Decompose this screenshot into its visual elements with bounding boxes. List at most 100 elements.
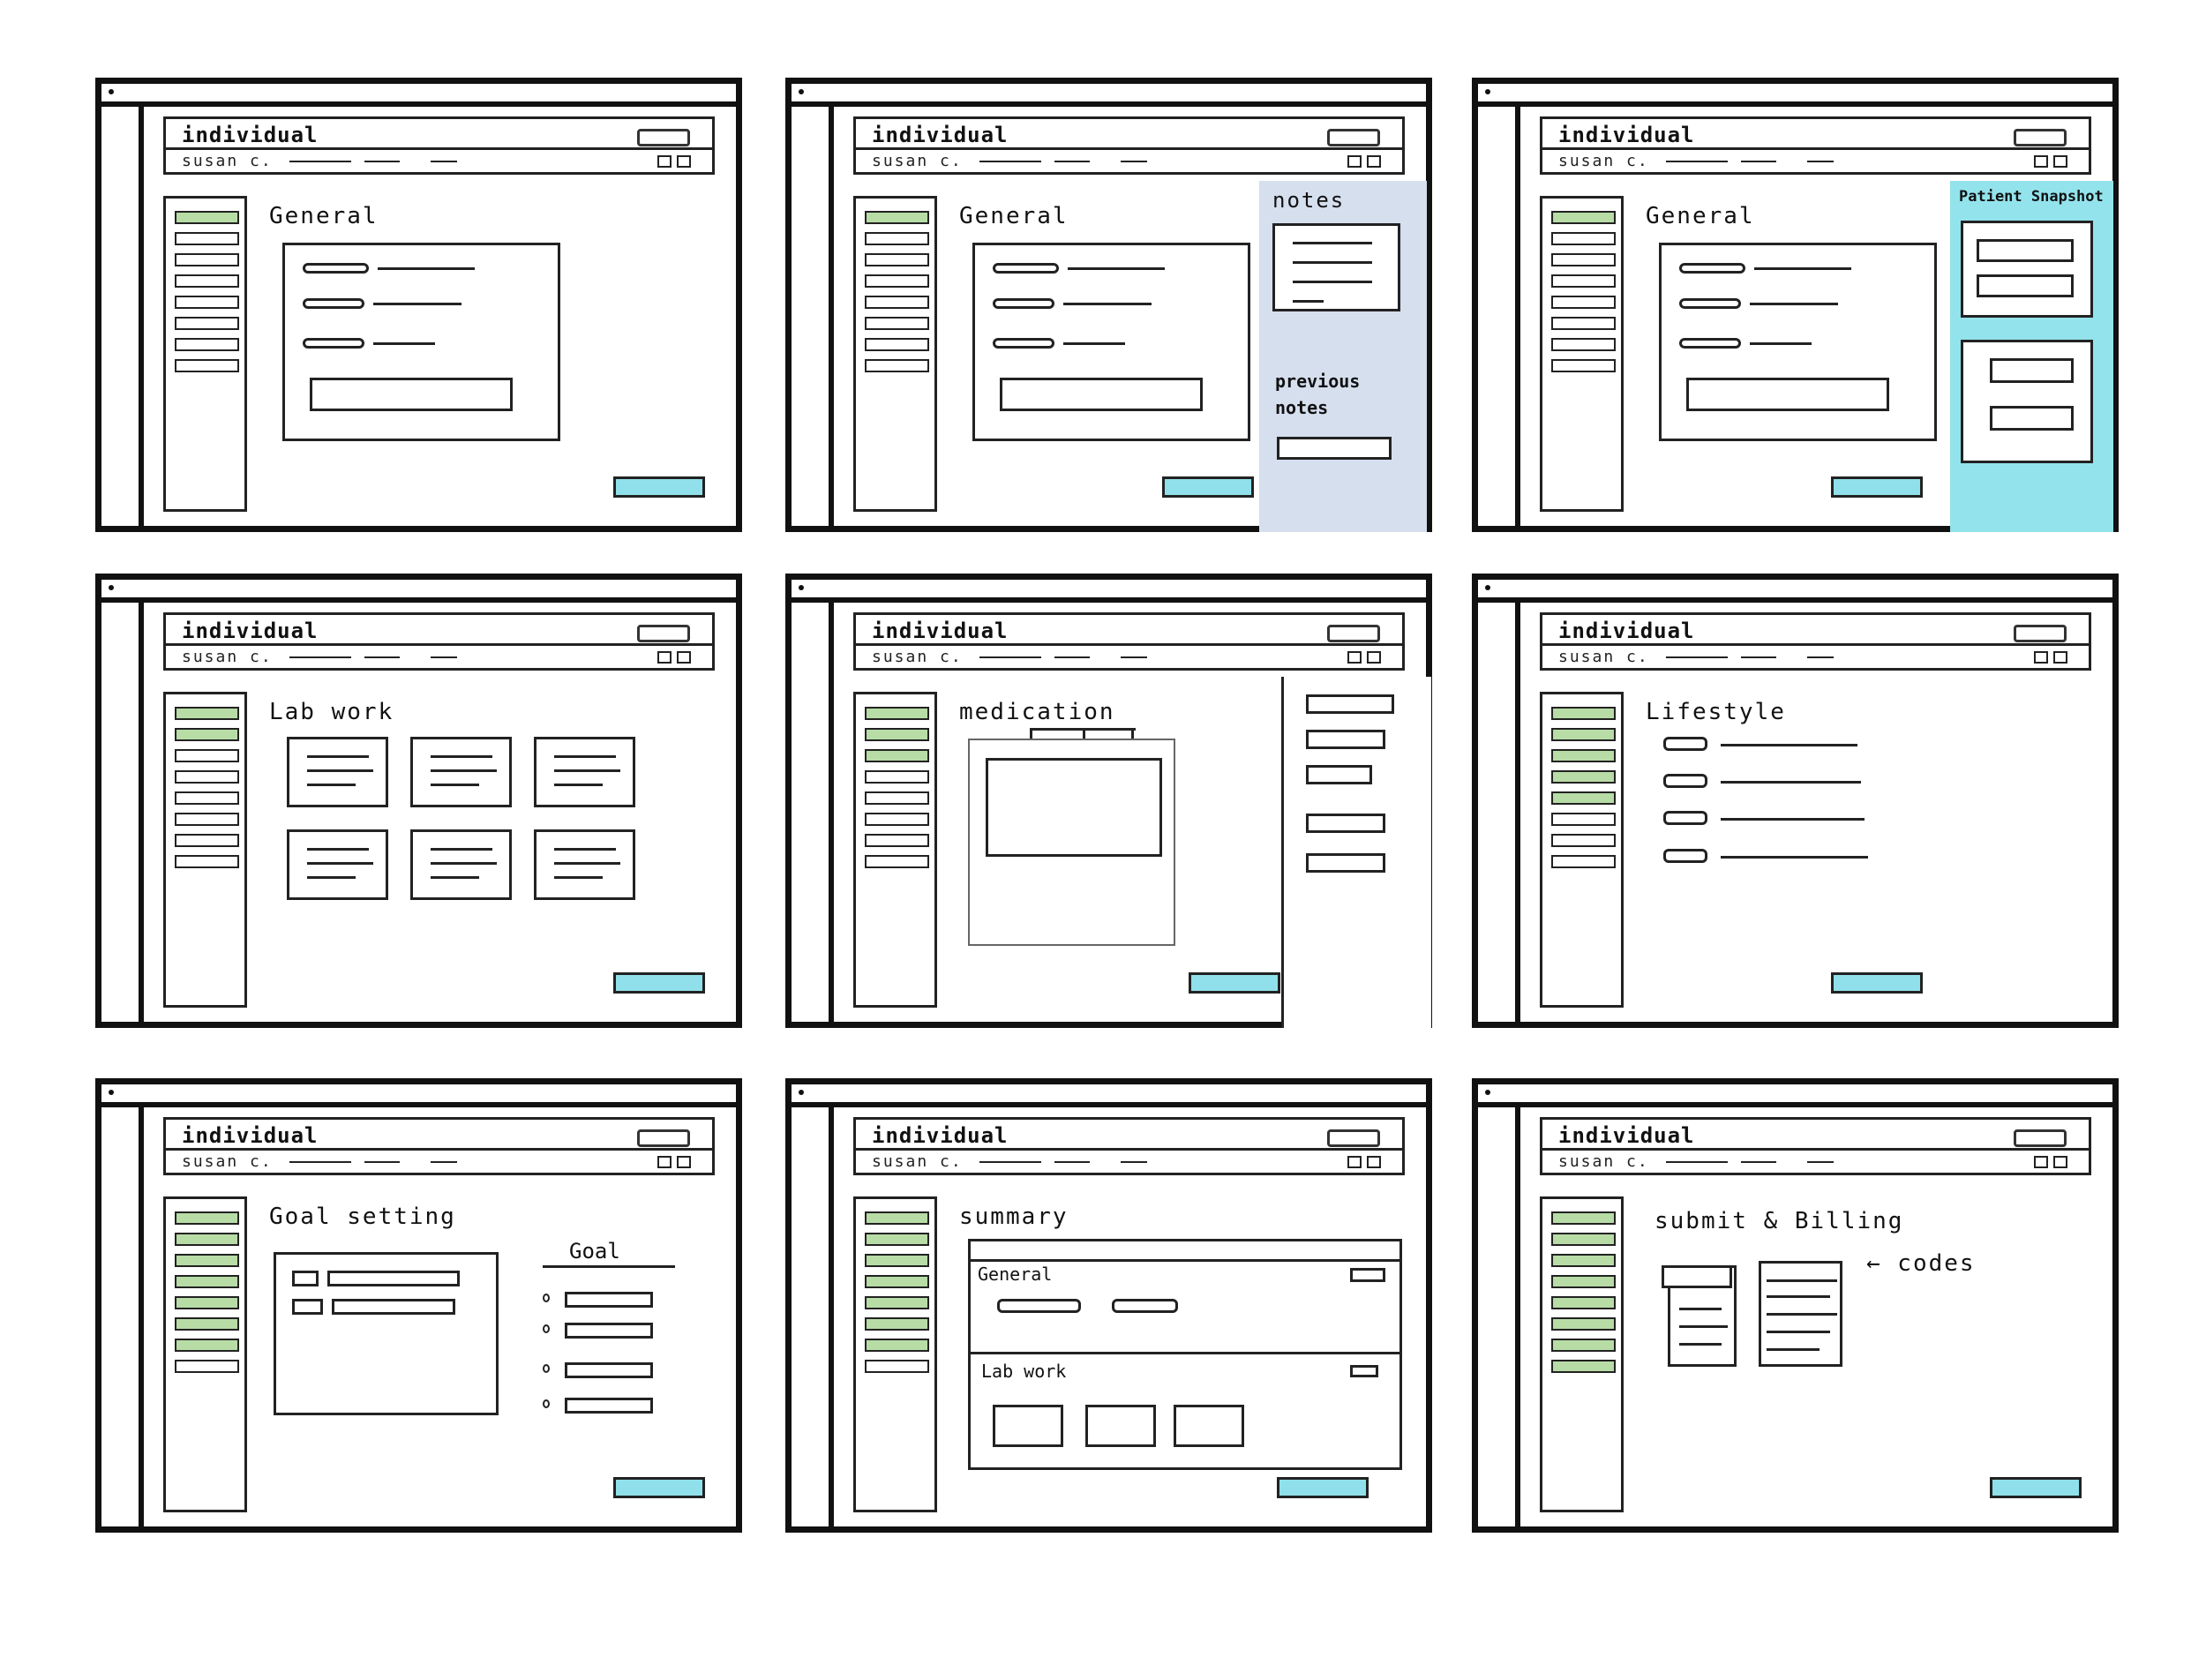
sidebar-item[interactable] [175, 1254, 239, 1267]
snapshot-field[interactable] [1990, 358, 2074, 383]
sidebar-item[interactable] [1551, 749, 1616, 762]
folder-icon[interactable] [677, 155, 691, 168]
sidebar-item[interactable] [865, 338, 929, 351]
sidebar-item[interactable] [175, 296, 239, 309]
sidebar-item[interactable] [175, 253, 239, 266]
sidebar-item[interactable] [175, 1360, 239, 1373]
sidebar-item[interactable] [865, 770, 929, 784]
lifestyle-value[interactable] [1721, 856, 1868, 859]
sidebar-item[interactable] [865, 232, 929, 245]
sidebar-item[interactable] [865, 855, 929, 868]
lab-result-card[interactable] [410, 829, 512, 900]
sidebar-item[interactable] [1551, 1296, 1616, 1309]
sidebar-item[interactable] [865, 1211, 929, 1225]
sidebar-item[interactable] [1551, 707, 1616, 720]
message-icon[interactable] [657, 1156, 672, 1168]
goal-input-long[interactable] [327, 1271, 460, 1286]
next-button[interactable] [613, 476, 705, 498]
sidebar-item[interactable] [865, 749, 929, 762]
sidebar-item[interactable] [175, 1275, 239, 1288]
medication-option[interactable] [1306, 765, 1372, 784]
sidebar-item[interactable] [1551, 1275, 1616, 1288]
sidebar-item[interactable] [175, 1317, 239, 1331]
sidebar-item[interactable] [1551, 1233, 1616, 1246]
sidebar-item[interactable] [175, 791, 239, 805]
lifestyle-value[interactable] [1721, 744, 1857, 746]
sidebar-item[interactable] [1551, 359, 1616, 372]
billing-code-header[interactable] [1662, 1265, 1732, 1288]
sidebar-item[interactable] [1551, 253, 1616, 266]
message-icon[interactable] [1347, 651, 1362, 664]
next-button[interactable] [1831, 972, 1923, 994]
goal-radio[interactable] [543, 1399, 550, 1408]
sidebar-item[interactable] [175, 211, 239, 224]
summary-lab-card[interactable] [1085, 1405, 1156, 1447]
goal-notes-box[interactable] [274, 1252, 499, 1415]
sidebar-item[interactable] [175, 359, 239, 372]
sidebar-item[interactable] [865, 1233, 929, 1246]
next-button[interactable] [613, 1477, 705, 1498]
sidebar-item[interactable] [175, 232, 239, 245]
message-icon[interactable] [1347, 1156, 1362, 1168]
sidebar-item[interactable] [175, 728, 239, 741]
folder-icon[interactable] [677, 1156, 691, 1168]
form-field-value[interactable] [1063, 342, 1125, 345]
form-field-value[interactable] [373, 303, 461, 305]
previous-notes-field[interactable] [1277, 437, 1392, 460]
folder-icon[interactable] [1367, 651, 1381, 664]
lab-result-card[interactable] [534, 829, 635, 900]
goal-radio[interactable] [543, 1364, 550, 1373]
sidebar-item[interactable] [175, 770, 239, 784]
sidebar-item[interactable] [1551, 1339, 1616, 1352]
sidebar-item[interactable] [175, 1211, 239, 1225]
sidebar-item[interactable] [865, 274, 929, 288]
goal-input-small[interactable] [292, 1299, 323, 1315]
sidebar-item[interactable] [865, 1360, 929, 1373]
lab-result-card[interactable] [287, 829, 388, 900]
sidebar-item[interactable] [1551, 813, 1616, 826]
header-button[interactable] [637, 625, 690, 642]
form-field-value[interactable] [1750, 303, 1838, 305]
form-field-value[interactable] [1750, 342, 1812, 345]
sidebar-item[interactable] [865, 834, 929, 847]
snapshot-field[interactable] [1977, 239, 2074, 262]
sidebar-item[interactable] [175, 1233, 239, 1246]
sidebar-item[interactable] [865, 1254, 929, 1267]
goal-option[interactable] [565, 1323, 653, 1339]
sidebar-item[interactable] [1551, 1254, 1616, 1267]
sidebar-item[interactable] [1551, 338, 1616, 351]
header-button[interactable] [2014, 1129, 2067, 1147]
message-icon[interactable] [657, 155, 672, 168]
sidebar-item[interactable] [1551, 1317, 1616, 1331]
sidebar-item[interactable] [865, 1275, 929, 1288]
sidebar-item[interactable] [175, 317, 239, 330]
header-button[interactable] [637, 1129, 690, 1147]
summary-general-toggle[interactable] [1350, 1268, 1385, 1282]
form-field-value[interactable] [1068, 267, 1165, 270]
sidebar-item[interactable] [865, 359, 929, 372]
sidebar-item[interactable] [1551, 296, 1616, 309]
form-field-value[interactable] [373, 342, 435, 345]
next-button[interactable] [1189, 972, 1280, 994]
summary-lab-toggle[interactable] [1350, 1365, 1378, 1377]
header-button[interactable] [1327, 129, 1380, 146]
sidebar-item[interactable] [1551, 791, 1616, 805]
lifestyle-value[interactable] [1721, 781, 1861, 784]
sidebar-item[interactable] [175, 338, 239, 351]
message-icon[interactable] [657, 651, 672, 664]
sidebar-item[interactable] [865, 813, 929, 826]
text-input[interactable] [1000, 378, 1203, 411]
next-button[interactable] [1831, 476, 1923, 498]
sidebar-item[interactable] [865, 728, 929, 741]
sidebar-item[interactable] [175, 813, 239, 826]
medication-option[interactable] [1306, 814, 1385, 833]
sidebar-item[interactable] [1551, 770, 1616, 784]
message-icon[interactable] [1347, 155, 1362, 168]
sidebar-item[interactable] [865, 707, 929, 720]
goal-input-long[interactable] [332, 1299, 455, 1315]
sidebar-item[interactable] [1551, 274, 1616, 288]
lab-result-card[interactable] [410, 737, 512, 807]
form-field-value[interactable] [1754, 267, 1851, 270]
medication-tab[interactable] [1131, 728, 1134, 746]
medication-tab[interactable] [1083, 728, 1085, 746]
